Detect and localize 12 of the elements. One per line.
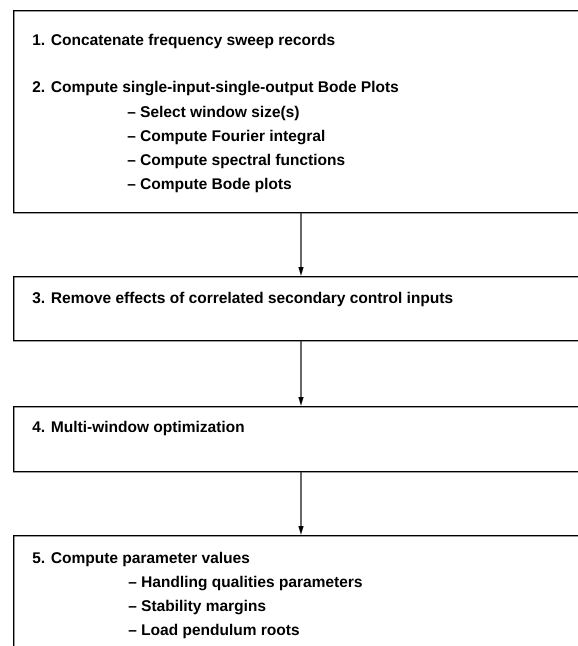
step-text: – Compute Bode plots — [128, 178, 292, 192]
step-text: 4. Multi-window optimization — [32, 420, 244, 436]
step-text: – Select window size(s) — [128, 106, 299, 120]
step-text: 3. Remove effects of correlated secondary control inputs — [32, 292, 452, 306]
step-text: 5. Compute parameter values — [32, 552, 250, 566]
step-text: – Compute spectral functions — [128, 154, 344, 168]
step-text: – Stability margins — [128, 600, 266, 614]
step-text: – Handling qualities parameters — [128, 576, 362, 590]
step-text: – Load pendulum roots — [128, 624, 299, 638]
step-text: – Compute Fourier integral — [128, 130, 324, 144]
step-text: 1. Concatenate frequency sweep records — [33, 34, 334, 48]
step-text: 2. Compute single-input-single-output Bode Plots — [32, 80, 398, 96]
